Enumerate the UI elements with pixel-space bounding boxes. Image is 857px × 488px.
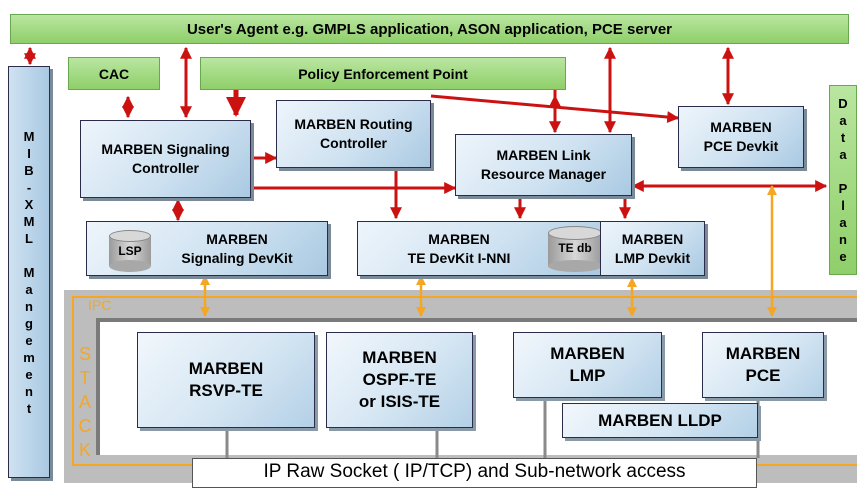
- mib-c1: I: [27, 145, 31, 161]
- lmp-devkit-box: MARBEN LMP Devkit: [600, 221, 705, 276]
- stack-c0: S: [78, 344, 91, 364]
- mib-c13: m: [23, 349, 35, 365]
- pce-devkit-box: MARBEN PCE Devkit: [678, 106, 804, 168]
- data-plane-c5: P: [838, 181, 848, 196]
- data-plane-c0: D: [838, 96, 848, 111]
- data-plane-bar: D a t a P l a n e: [829, 85, 857, 275]
- mib-c5: M: [23, 213, 35, 229]
- stack-c2: A: [78, 392, 91, 412]
- mib-c16: t: [26, 400, 32, 416]
- mib-c15: n: [25, 383, 33, 399]
- pce-label: MARBEN PCE: [725, 344, 801, 385]
- mib-c0: M: [23, 128, 35, 144]
- pce-devkit-label: MARBEN PCE Devkit: [703, 119, 779, 154]
- policy-enforcement-label: Policy Enforcement Point: [298, 65, 468, 82]
- cac-box: CAC: [68, 57, 160, 90]
- data-plane-c7: a: [839, 215, 847, 230]
- ipc-label: IPC: [88, 297, 112, 313]
- ip-raw-socket-label: IP Raw Socket ( IP/TCP) and Sub-network …: [263, 461, 686, 482]
- lmp-label: MARBEN LMP: [550, 344, 625, 385]
- te-devkit-label: MARBEN TE DevKit I-NNI: [407, 230, 511, 266]
- data-plane-c2: t: [840, 130, 846, 145]
- policy-enforcement-box: Policy Enforcement Point: [200, 57, 566, 90]
- lmp-box: MARBEN LMP: [513, 332, 662, 398]
- ospf-te-box: MARBEN OSPF-TE or ISIS-TE: [326, 332, 473, 428]
- routing-controller-label: MARBEN Routing Controller: [294, 116, 413, 151]
- mib-c2: B: [24, 162, 34, 178]
- mib-c12: e: [25, 332, 33, 348]
- data-plane-c9: e: [839, 249, 847, 264]
- users-agent-label: User's Agent e.g. GMPLS application, ASO…: [186, 20, 673, 38]
- lsp-label: LSP: [118, 244, 142, 258]
- stack-c3: C: [78, 416, 92, 436]
- mib-c8: M: [23, 264, 35, 280]
- mib-xml-management-bar: M I B - X M L M a n g e m e n t: [8, 66, 50, 478]
- rsvp-te-label: MARBEN RSVP-TE: [188, 359, 264, 400]
- data-plane-c6: l: [841, 198, 845, 213]
- lldp-box: MARBEN LLDP: [562, 403, 758, 438]
- te-db-label: TE db: [558, 241, 592, 255]
- mib-c4: X: [24, 196, 34, 212]
- data-plane-c1: a: [839, 113, 847, 128]
- cac-label: CAC: [98, 65, 130, 82]
- stack-c4: K: [78, 440, 91, 460]
- mib-c9: a: [25, 281, 33, 297]
- mib-c6: L: [25, 230, 33, 246]
- link-resource-manager-label: MARBEN Link Resource Manager: [480, 147, 607, 182]
- data-plane-c8: n: [839, 232, 847, 247]
- pce-box: MARBEN PCE: [702, 332, 824, 398]
- mib-c14: e: [25, 366, 33, 382]
- stack-c1: T: [79, 368, 91, 388]
- routing-controller-box: MARBEN Routing Controller: [276, 100, 431, 168]
- link-resource-manager-box: MARBEN Link Resource Manager: [455, 134, 632, 196]
- ip-raw-socket-bar: IP Raw Socket ( IP/TCP) and Sub-network …: [192, 458, 757, 488]
- signaling-controller-label: MARBEN Signaling Controller: [101, 141, 230, 176]
- mib-c11: g: [25, 315, 33, 331]
- stack-label: S T A C K: [74, 338, 96, 466]
- te-db-database-icon: TE db: [548, 226, 602, 272]
- rsvp-te-box: MARBEN RSVP-TE: [137, 332, 315, 428]
- users-agent-bar: User's Agent e.g. GMPLS application, ASO…: [10, 14, 849, 44]
- data-plane-c3: a: [839, 147, 847, 162]
- lsp-database-icon: LSP: [109, 230, 151, 272]
- mib-c10: n: [25, 298, 33, 314]
- ospf-te-label: MARBEN OSPF-TE or ISIS-TE: [358, 348, 441, 411]
- lmp-devkit-label: MARBEN LMP Devkit: [614, 230, 691, 266]
- lldp-label: MARBEN LLDP: [598, 410, 722, 430]
- mib-c3: -: [26, 179, 32, 195]
- signaling-devkit-label: MARBEN Signaling DevKit: [181, 230, 293, 266]
- signaling-controller-box: MARBEN Signaling Controller: [80, 120, 251, 198]
